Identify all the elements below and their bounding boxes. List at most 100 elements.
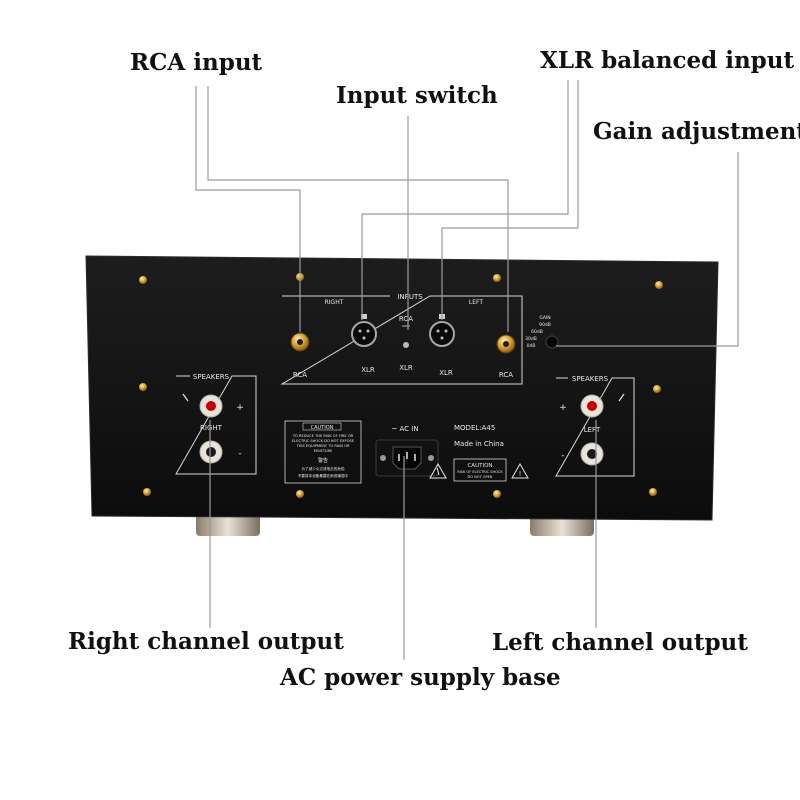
ac-inlet-screw	[380, 455, 386, 461]
caution2-line: RISK OF ELECTRIC SHOCK	[457, 470, 503, 474]
xlr-jack-left[interactable]	[429, 321, 455, 347]
callout-rca-input: RCA input	[130, 49, 263, 76]
caution-line: THIS EQUIPMENT TO RAIN OR	[296, 444, 350, 448]
caution2-line: DO NOT OPEN	[468, 475, 493, 479]
iec-pin	[414, 454, 416, 461]
screw	[653, 385, 661, 393]
xlr-jack-right-label: XLR	[361, 366, 375, 374]
ac-inlet-screw	[428, 455, 434, 461]
foot-left	[196, 514, 260, 536]
hazard-bolt	[436, 467, 440, 476]
caution-label: CAUTION TO REDUCE THE RISK OF FIRE OR EL…	[284, 420, 362, 484]
model-label: MODEL:A45	[454, 424, 495, 432]
xlr-latch	[361, 314, 367, 319]
gain-30: 30dB	[525, 336, 537, 342]
speaker-terminal-core	[587, 449, 597, 459]
warning-cn-line: 为了减少火灾或电击的危险	[301, 466, 345, 471]
switch-rca-label: RCA	[399, 315, 413, 323]
caution2-title: CAUTION	[467, 463, 492, 469]
speakers-right-frame	[175, 375, 257, 475]
iec-pin	[398, 454, 400, 461]
warning-cn-line: 不要将本设备暴露在雨或潮湿中	[298, 473, 349, 478]
hazard-triangle-left	[429, 462, 447, 479]
callout-left-channel-output: Left channel output	[492, 629, 748, 656]
screw	[296, 490, 304, 498]
rca-jack-right-label: RCA	[293, 371, 307, 379]
callout-xlr-balanced-input: XLR balanced input	[540, 47, 795, 74]
lightning-mark	[618, 393, 625, 402]
panel-screws	[139, 273, 663, 498]
gain-section: GAIN 90dB 60dB 30dB 0dB	[525, 315, 559, 349]
caution-line: ELECTRIC SHOCK DO NOT EXPOSE	[292, 439, 355, 443]
inputs-title: INPUTS	[397, 293, 423, 301]
caution-title: CAUTION	[311, 425, 334, 431]
leader-xlr-left	[441, 80, 579, 320]
speaker-terminal-core	[206, 401, 216, 411]
switch-xlr-label: XLR	[399, 364, 413, 372]
caution-line: MOISTURE	[314, 449, 334, 453]
input-switch-toggle[interactable]	[403, 342, 409, 348]
screw	[655, 281, 663, 289]
gain-0: 0dB	[527, 343, 536, 349]
speakers-right-section: SPEAKERS RIGHT + -	[175, 373, 257, 475]
speaker-terminal-core	[587, 401, 597, 411]
leader-gain	[556, 152, 739, 347]
speakers-right-title: SPEAKERS	[193, 373, 230, 381]
minus-sign: -	[238, 449, 241, 459]
xlr-jack-left-label: XLR	[439, 369, 453, 377]
screw	[139, 383, 147, 391]
callout-gain-adjustment: Gain adjustment	[593, 118, 800, 145]
screw	[139, 276, 147, 284]
iec-pin	[406, 452, 408, 459]
gain-90: 90dB	[539, 322, 551, 328]
rca-jack-right-center	[297, 339, 303, 345]
speakers-left-label: LEFT	[584, 426, 601, 434]
xlr-pin	[436, 329, 440, 333]
caution-line: TO REDUCE THE RISK OF FIRE OR	[292, 434, 354, 438]
inputs-right-label: RIGHT	[325, 299, 344, 306]
plus-sign: +	[559, 403, 567, 413]
warning-cn: 警告	[318, 457, 328, 464]
inputs-left-label: LEFT	[469, 299, 483, 306]
xlr-pin	[366, 329, 370, 333]
leader-rca-right	[195, 86, 301, 332]
hazard-mark: !	[519, 470, 522, 478]
speaker-terminal-core	[206, 447, 216, 457]
rca-jack-left-center	[503, 341, 509, 347]
model-info: MODEL:A45 Made in China CAUTION RISK OF …	[429, 424, 529, 482]
xlr-jack-right[interactable]	[351, 321, 377, 347]
chassis	[85, 255, 719, 521]
lightning-mark	[182, 393, 189, 402]
ac-inlet-section: ~ AC IN	[375, 425, 439, 477]
made-in-label: Made in China	[454, 440, 504, 448]
callout-ac-power-supply-base: AC power supply base	[280, 664, 561, 691]
callout-input-switch: Input switch	[336, 82, 498, 109]
gain-title: GAIN	[539, 315, 550, 321]
xlr-pin	[362, 336, 366, 340]
gain-60: 60dB	[531, 329, 543, 335]
speakers-left-frame	[555, 377, 635, 477]
screw	[649, 488, 657, 496]
hazard-triangle-right	[511, 462, 529, 479]
leader-xlr-right	[361, 80, 569, 320]
speakers-left-title: SPEAKERS	[572, 375, 609, 383]
screw	[143, 488, 151, 496]
caution2-frame	[453, 458, 507, 482]
ac-in-label: ~ AC IN	[391, 425, 418, 433]
leader-rca-left	[207, 86, 509, 332]
speakers-right-label: RIGHT	[200, 424, 223, 432]
minus-sign: -	[561, 451, 564, 461]
xlr-pin	[358, 329, 362, 333]
xlr-pin	[444, 329, 448, 333]
screw	[493, 274, 501, 282]
caution-title-box	[302, 422, 342, 431]
plus-sign: +	[236, 403, 244, 413]
callout-right-channel-output: Right channel output	[68, 628, 344, 655]
xlr-pin	[440, 336, 444, 340]
screw	[493, 490, 501, 498]
speakers-left-section: SPEAKERS LEFT + -	[555, 375, 635, 477]
rca-jack-left-label: RCA	[499, 371, 513, 379]
caution-label-frame	[284, 420, 362, 484]
gain-knob[interactable]	[545, 335, 559, 349]
